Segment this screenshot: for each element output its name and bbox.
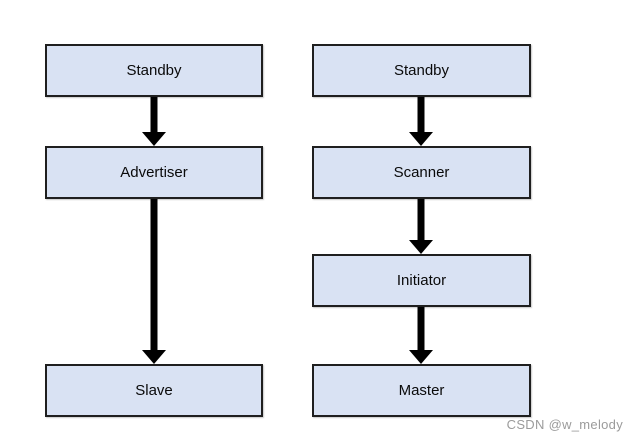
arrow-head-icon	[409, 350, 433, 364]
node-standby-right: Standby	[312, 44, 531, 97]
arrow-advertiser-to-slave	[142, 199, 166, 364]
arrow-standby-to-scanner	[409, 97, 433, 146]
node-advertiser: Advertiser	[45, 146, 263, 199]
arrow-head-icon	[142, 350, 166, 364]
arrow-shaft	[417, 199, 425, 243]
node-label: Initiator	[396, 272, 447, 289]
arrow-initiator-to-master	[409, 307, 433, 364]
arrow-shaft	[150, 97, 158, 135]
node-slave: Slave	[45, 364, 263, 417]
arrow-scanner-to-initiator	[409, 199, 433, 254]
node-label: Advertiser	[120, 164, 188, 181]
arrow-shaft	[417, 307, 425, 353]
node-initiator: Initiator	[312, 254, 531, 307]
arrow-head-icon	[142, 132, 166, 146]
node-scanner: Scanner	[312, 146, 531, 199]
arrow-head-icon	[409, 240, 433, 254]
node-master: Master	[312, 364, 531, 417]
node-label: Scanner	[393, 164, 450, 181]
node-standby-left: Standby	[45, 44, 263, 97]
node-label: Master	[398, 382, 445, 399]
node-label: Slave	[135, 382, 173, 399]
arrow-head-icon	[409, 132, 433, 146]
arrow-shaft	[417, 97, 425, 135]
node-label: Standby	[126, 62, 182, 79]
node-label: Standby	[393, 62, 450, 79]
arrow-standby-to-advertiser	[142, 97, 166, 146]
arrow-shaft	[150, 199, 158, 353]
csdn-watermark: CSDN @w_melody	[506, 417, 623, 432]
